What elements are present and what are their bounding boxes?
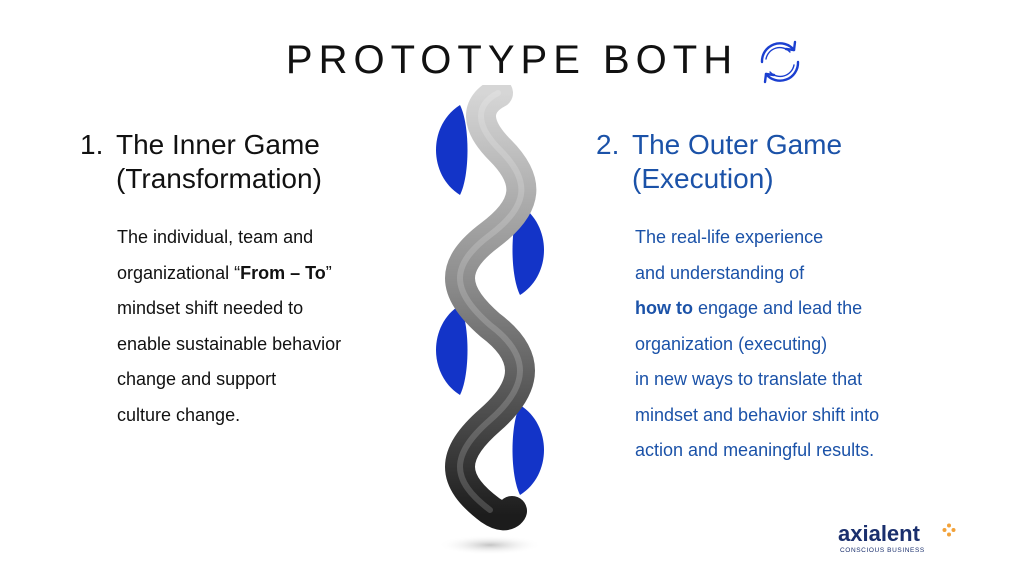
outer-game-subtitle: (Execution) — [632, 163, 774, 194]
text-line: organization (executing) — [635, 333, 828, 354]
inner-game-title: The Inner Game — [116, 129, 320, 160]
inner-game-number: 1. — [80, 129, 104, 160]
text-line: mindset shift needed to — [117, 298, 304, 318]
text-fragment: ” — [325, 262, 332, 283]
inner-game-column: 1. The Inner Game (Transformation) The i… — [80, 128, 420, 433]
text-line: mindset and behavior shift into — [635, 404, 880, 425]
outer-game-heading: 2. The Outer Game (Execution) — [596, 128, 956, 196]
emphasis-how-to: how to — [635, 298, 693, 318]
slide-title: PROTOTYPE BOTH — [285, 38, 739, 82]
double-helix-illustration — [436, 85, 544, 555]
text-line: action and meaningful results. — [635, 440, 875, 460]
text-line: change and support — [117, 369, 277, 389]
inner-game-heading: 1. The Inner Game (Transformation) — [80, 128, 420, 196]
text-fragment: engage and lead the — [692, 298, 863, 318]
logo-wordmark: axialent — [838, 521, 920, 546]
logo-tagline: CONSCIOUS BUSINESS — [840, 547, 925, 554]
text-line: in new ways to translate that — [635, 369, 863, 389]
refresh-cycle-icon — [760, 40, 800, 84]
text-line: culture change. — [117, 404, 241, 425]
emphasis-from-to: From – To — [240, 262, 326, 283]
outer-game-column: 2. The Outer Game (Execution) The real-l… — [596, 128, 956, 469]
plus-mark-icon — [942, 523, 956, 537]
text-line: organizational “From – To” — [117, 256, 420, 292]
outer-game-number: 2. — [596, 129, 620, 160]
text-line: and understanding of — [635, 262, 805, 283]
text-fragment: organizational “ — [117, 262, 241, 283]
text-line: how to engage and lead the — [635, 291, 956, 327]
text-line: The real-life experience — [635, 227, 824, 247]
text-line: enable sustainable behavior — [117, 333, 342, 354]
inner-game-description: The individual, team and organizational … — [117, 220, 420, 433]
outer-game-title: The Outer Game — [632, 129, 843, 160]
axialent-logo: axialent CONSCIOUS BUSINESS — [838, 521, 978, 561]
inner-game-subtitle: (Transformation) — [116, 163, 322, 194]
outer-game-description: The real-life experience and understandi… — [635, 220, 956, 469]
text-line: The individual, team and — [117, 227, 314, 247]
